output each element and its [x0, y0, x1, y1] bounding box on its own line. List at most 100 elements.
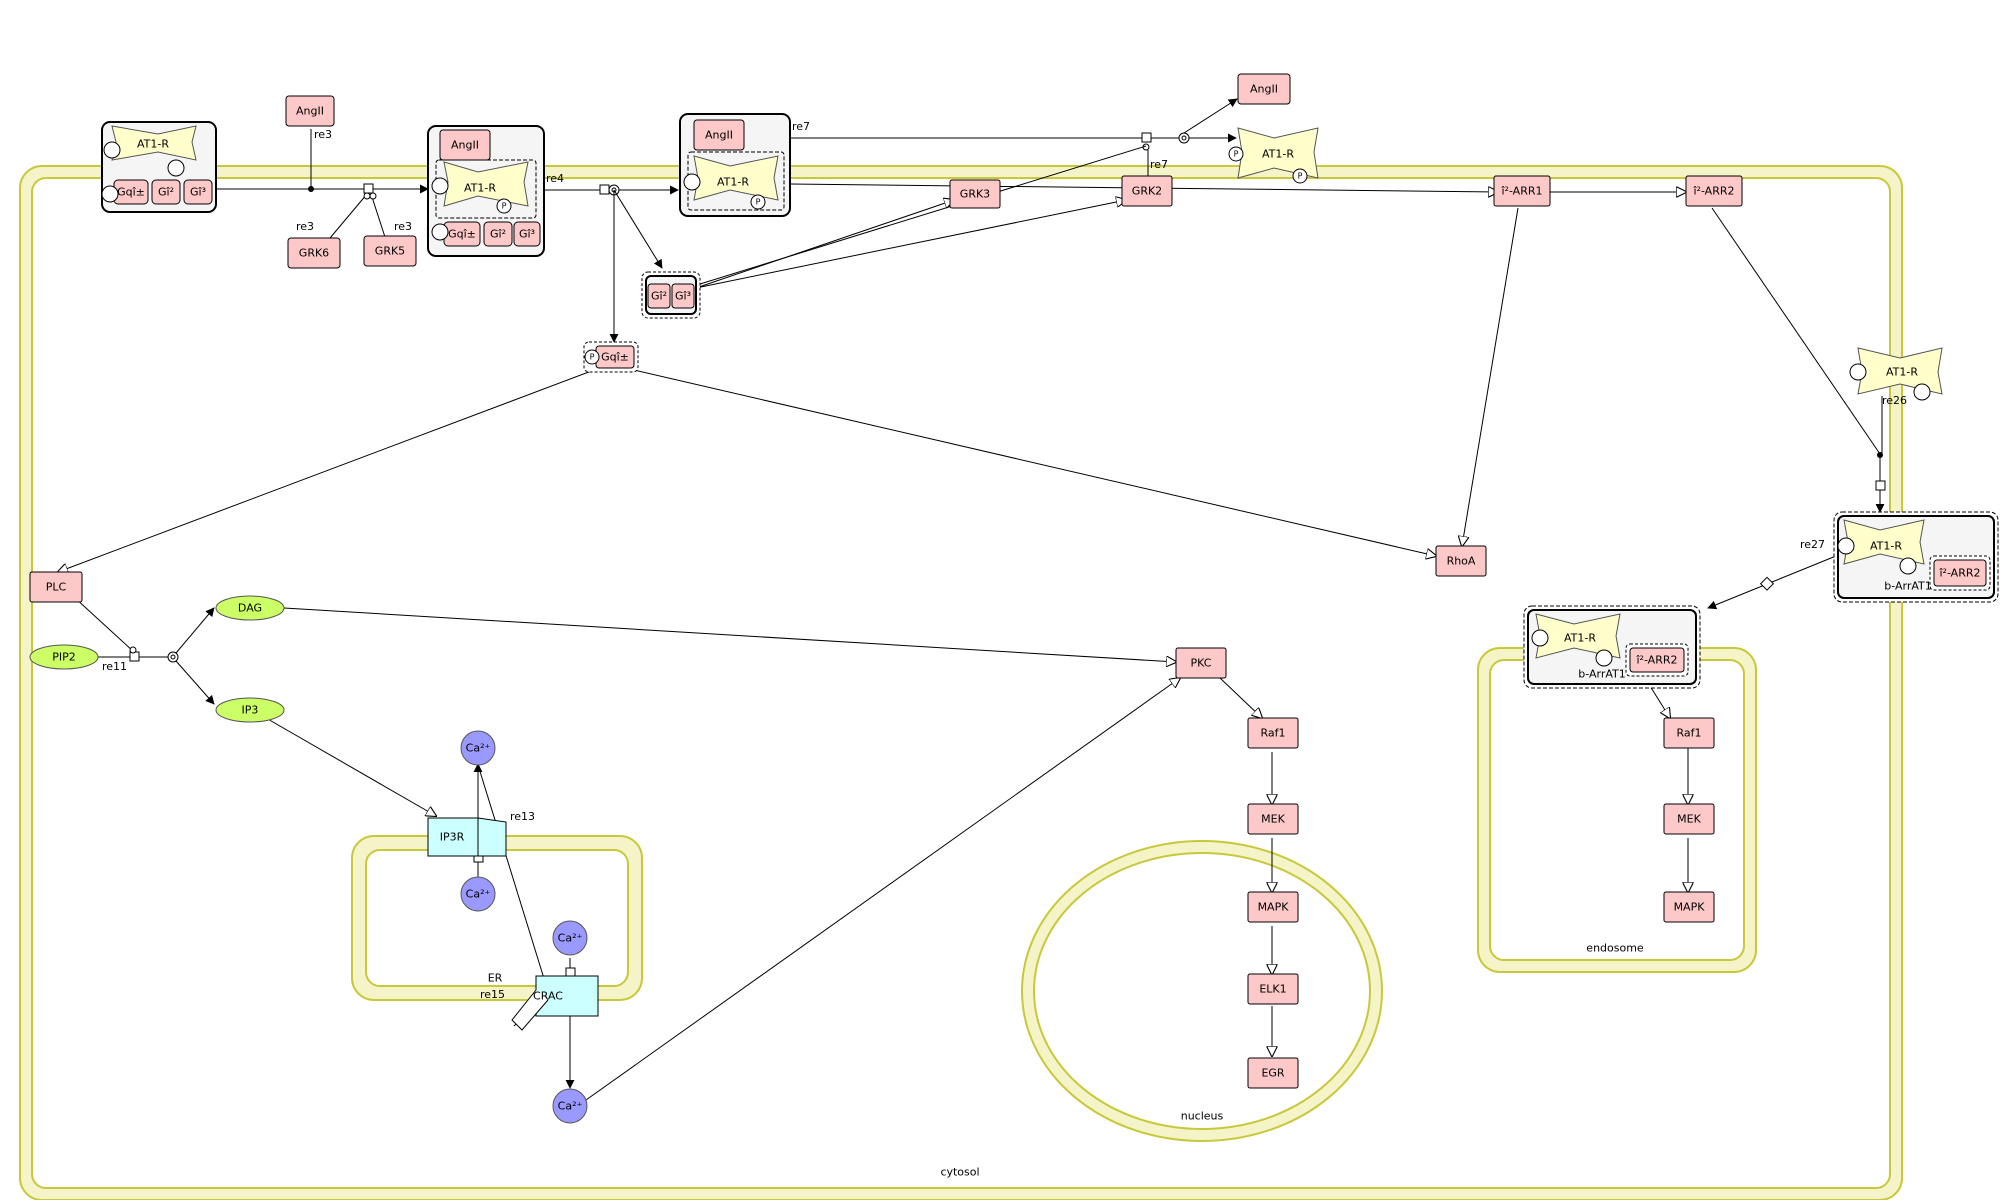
cytosol-label: cytosol — [940, 1166, 979, 1179]
re26-label: re26 — [1882, 394, 1907, 407]
ip3r-channel-node[interactable]: IP3R — [427, 817, 507, 857]
beta-arr2-node[interactable]: î²-ARR2 — [1685, 175, 1743, 207]
g-gamma-label: Gî³ — [675, 290, 691, 303]
binding-site-icon — [431, 177, 449, 195]
at1r-label: AT1-R — [1886, 366, 1918, 379]
egr-label: EGR — [1261, 1067, 1284, 1080]
raf1-label: Raf1 — [1676, 727, 1701, 740]
beta-arr1-node[interactable]: î²-ARR1 — [1493, 175, 1551, 207]
calcium-label: Ca²⁺ — [466, 742, 491, 755]
calcium-ion-node[interactable]: Ca²⁺ — [460, 876, 496, 912]
phospho-label: P — [756, 198, 761, 207]
grk5-label: GRK5 — [375, 245, 405, 258]
b-arrat1-endosome-complex[interactable]: AT1-R î²-ARR2 b-ArrAT1 — [1523, 605, 1701, 689]
mapk-node[interactable]: MAPK — [1247, 891, 1299, 923]
mapk-label: MAPK — [1674, 901, 1706, 914]
binding-site-icon — [167, 159, 185, 177]
grk3-node[interactable]: GRK3 — [949, 179, 1001, 209]
elk1-label: ELK1 — [1259, 983, 1286, 996]
at1r-label: AT1-R — [464, 182, 496, 195]
raf1-label: Raf1 — [1260, 727, 1285, 740]
at1r-label: AT1-R — [1564, 632, 1596, 645]
phospho-label: P — [1234, 150, 1239, 159]
grk6-node[interactable]: GRK6 — [287, 237, 341, 269]
re4-label: re4 — [546, 172, 564, 185]
ip3-node[interactable]: IP3 — [215, 697, 285, 723]
calcium-ion-node[interactable]: Ca²⁺ — [552, 920, 588, 956]
at1r-gprotein-complex-1[interactable]: AT1-R Gqî± Gî² Gî³ — [101, 121, 217, 213]
gq-alpha-label: Gqî± — [601, 351, 629, 364]
gq-alpha-phospho-node[interactable]: Gqî± P — [583, 341, 639, 373]
phospho-label: P — [502, 202, 507, 211]
binding-site-icon — [103, 141, 121, 159]
angii-at1r-complex-3[interactable]: AngII AT1-R P — [679, 113, 791, 217]
re13-label: re13 — [510, 810, 535, 823]
dag-label: DAG — [238, 602, 262, 615]
rhoa-node[interactable]: RhoA — [1435, 545, 1487, 577]
calcium-label: Ca²⁺ — [466, 888, 491, 901]
grk2-node[interactable]: GRK2 — [1121, 175, 1173, 207]
ip3-label: IP3 — [242, 704, 259, 717]
at1r-free-node[interactable]: AT1-R — [1849, 347, 1943, 401]
phospho-site-icon — [584, 349, 600, 365]
calcium-label: Ca²⁺ — [558, 932, 583, 945]
reaction-labels: re3 re3 re3 re4 re7 re7 re11 re13 re15 r… — [102, 120, 1907, 1001]
endosome-label: endosome — [1586, 942, 1644, 955]
beta-arr2-label: î²-ARR2 — [1938, 567, 1980, 580]
er-label: ER — [488, 972, 503, 985]
at1r-label: AT1-R — [1262, 148, 1294, 161]
pip2-node[interactable]: PIP2 — [29, 644, 99, 670]
at1r-receptor-icon — [1237, 127, 1319, 179]
calcium-ion-node[interactable]: Ca²⁺ — [460, 730, 496, 766]
plc-node[interactable]: PLC — [29, 571, 83, 603]
phospho-label: P — [590, 353, 595, 362]
nucleus-compartment: nucleus — [1021, 840, 1383, 1142]
crac-channel-node[interactable]: CRAC — [511, 975, 599, 1031]
re3-label: re3 — [296, 220, 314, 233]
phospho-label: P — [1298, 172, 1303, 181]
egr-node[interactable]: EGR — [1247, 1057, 1299, 1089]
mek-endosome-node[interactable]: MEK — [1663, 803, 1715, 835]
at1r-phospho-node[interactable]: AT1-R P P — [1228, 127, 1319, 184]
g-beta-gamma-dimer[interactable]: Gî² Gî³ — [641, 271, 701, 319]
pip2-label: PIP2 — [52, 651, 76, 664]
plc-label: PLC — [46, 581, 67, 594]
calcium-label: Ca²⁺ — [558, 1100, 583, 1113]
gq-alpha-label: Gqî± — [448, 228, 476, 241]
angii-label: AngII — [705, 129, 733, 142]
angii-at1r-gprotein-complex-2[interactable]: AngII AT1-R P Gqî± Gî² Gî³ — [427, 125, 545, 257]
mek-node[interactable]: MEK — [1247, 803, 1299, 835]
binding-site-icon — [1531, 629, 1549, 647]
phospho-site-icon — [1228, 146, 1244, 162]
re3-label: re3 — [314, 128, 332, 141]
angii-label: AngII — [451, 139, 479, 152]
beta-arr1-label: î²-ARR1 — [1500, 185, 1542, 198]
g-beta-label: Gî² — [651, 290, 667, 303]
dag-node[interactable]: DAG — [215, 595, 285, 621]
at1r-label: AT1-R — [1870, 540, 1902, 553]
re3-label: re3 — [394, 220, 412, 233]
grk5-node[interactable]: GRK5 — [363, 235, 417, 267]
gq-alpha-label: Gqî± — [117, 186, 145, 199]
crac-label: CRAC — [533, 990, 563, 1003]
grk3-label: GRK3 — [960, 188, 990, 201]
mapk-endosome-node[interactable]: MAPK — [1663, 891, 1715, 923]
calcium-ion-node[interactable]: Ca²⁺ — [552, 1088, 588, 1124]
phospho-site-icon — [750, 194, 766, 210]
pkc-node[interactable]: PKC — [1175, 647, 1227, 679]
at1r-label: AT1-R — [717, 176, 749, 189]
angii-released-node[interactable]: AngII — [1237, 73, 1291, 105]
g-gamma-label: Gî³ — [519, 228, 535, 241]
grk6-label: GRK6 — [299, 247, 329, 260]
mek-label: MEK — [1677, 813, 1701, 826]
angii-node[interactable]: AngII — [285, 95, 335, 127]
elk1-node[interactable]: ELK1 — [1247, 973, 1299, 1005]
binding-site-icon — [1899, 557, 1917, 575]
g-gamma-label: Gî³ — [190, 186, 206, 199]
binding-site-icon — [1849, 363, 1867, 381]
raf1-node[interactable]: Raf1 — [1247, 717, 1299, 749]
raf1-endosome-node[interactable]: Raf1 — [1663, 717, 1715, 749]
binding-site-icon — [1595, 649, 1613, 667]
b-arrat1-complex[interactable]: AT1-R î²-ARR2 b-ArrAT1 — [1833, 511, 1999, 603]
